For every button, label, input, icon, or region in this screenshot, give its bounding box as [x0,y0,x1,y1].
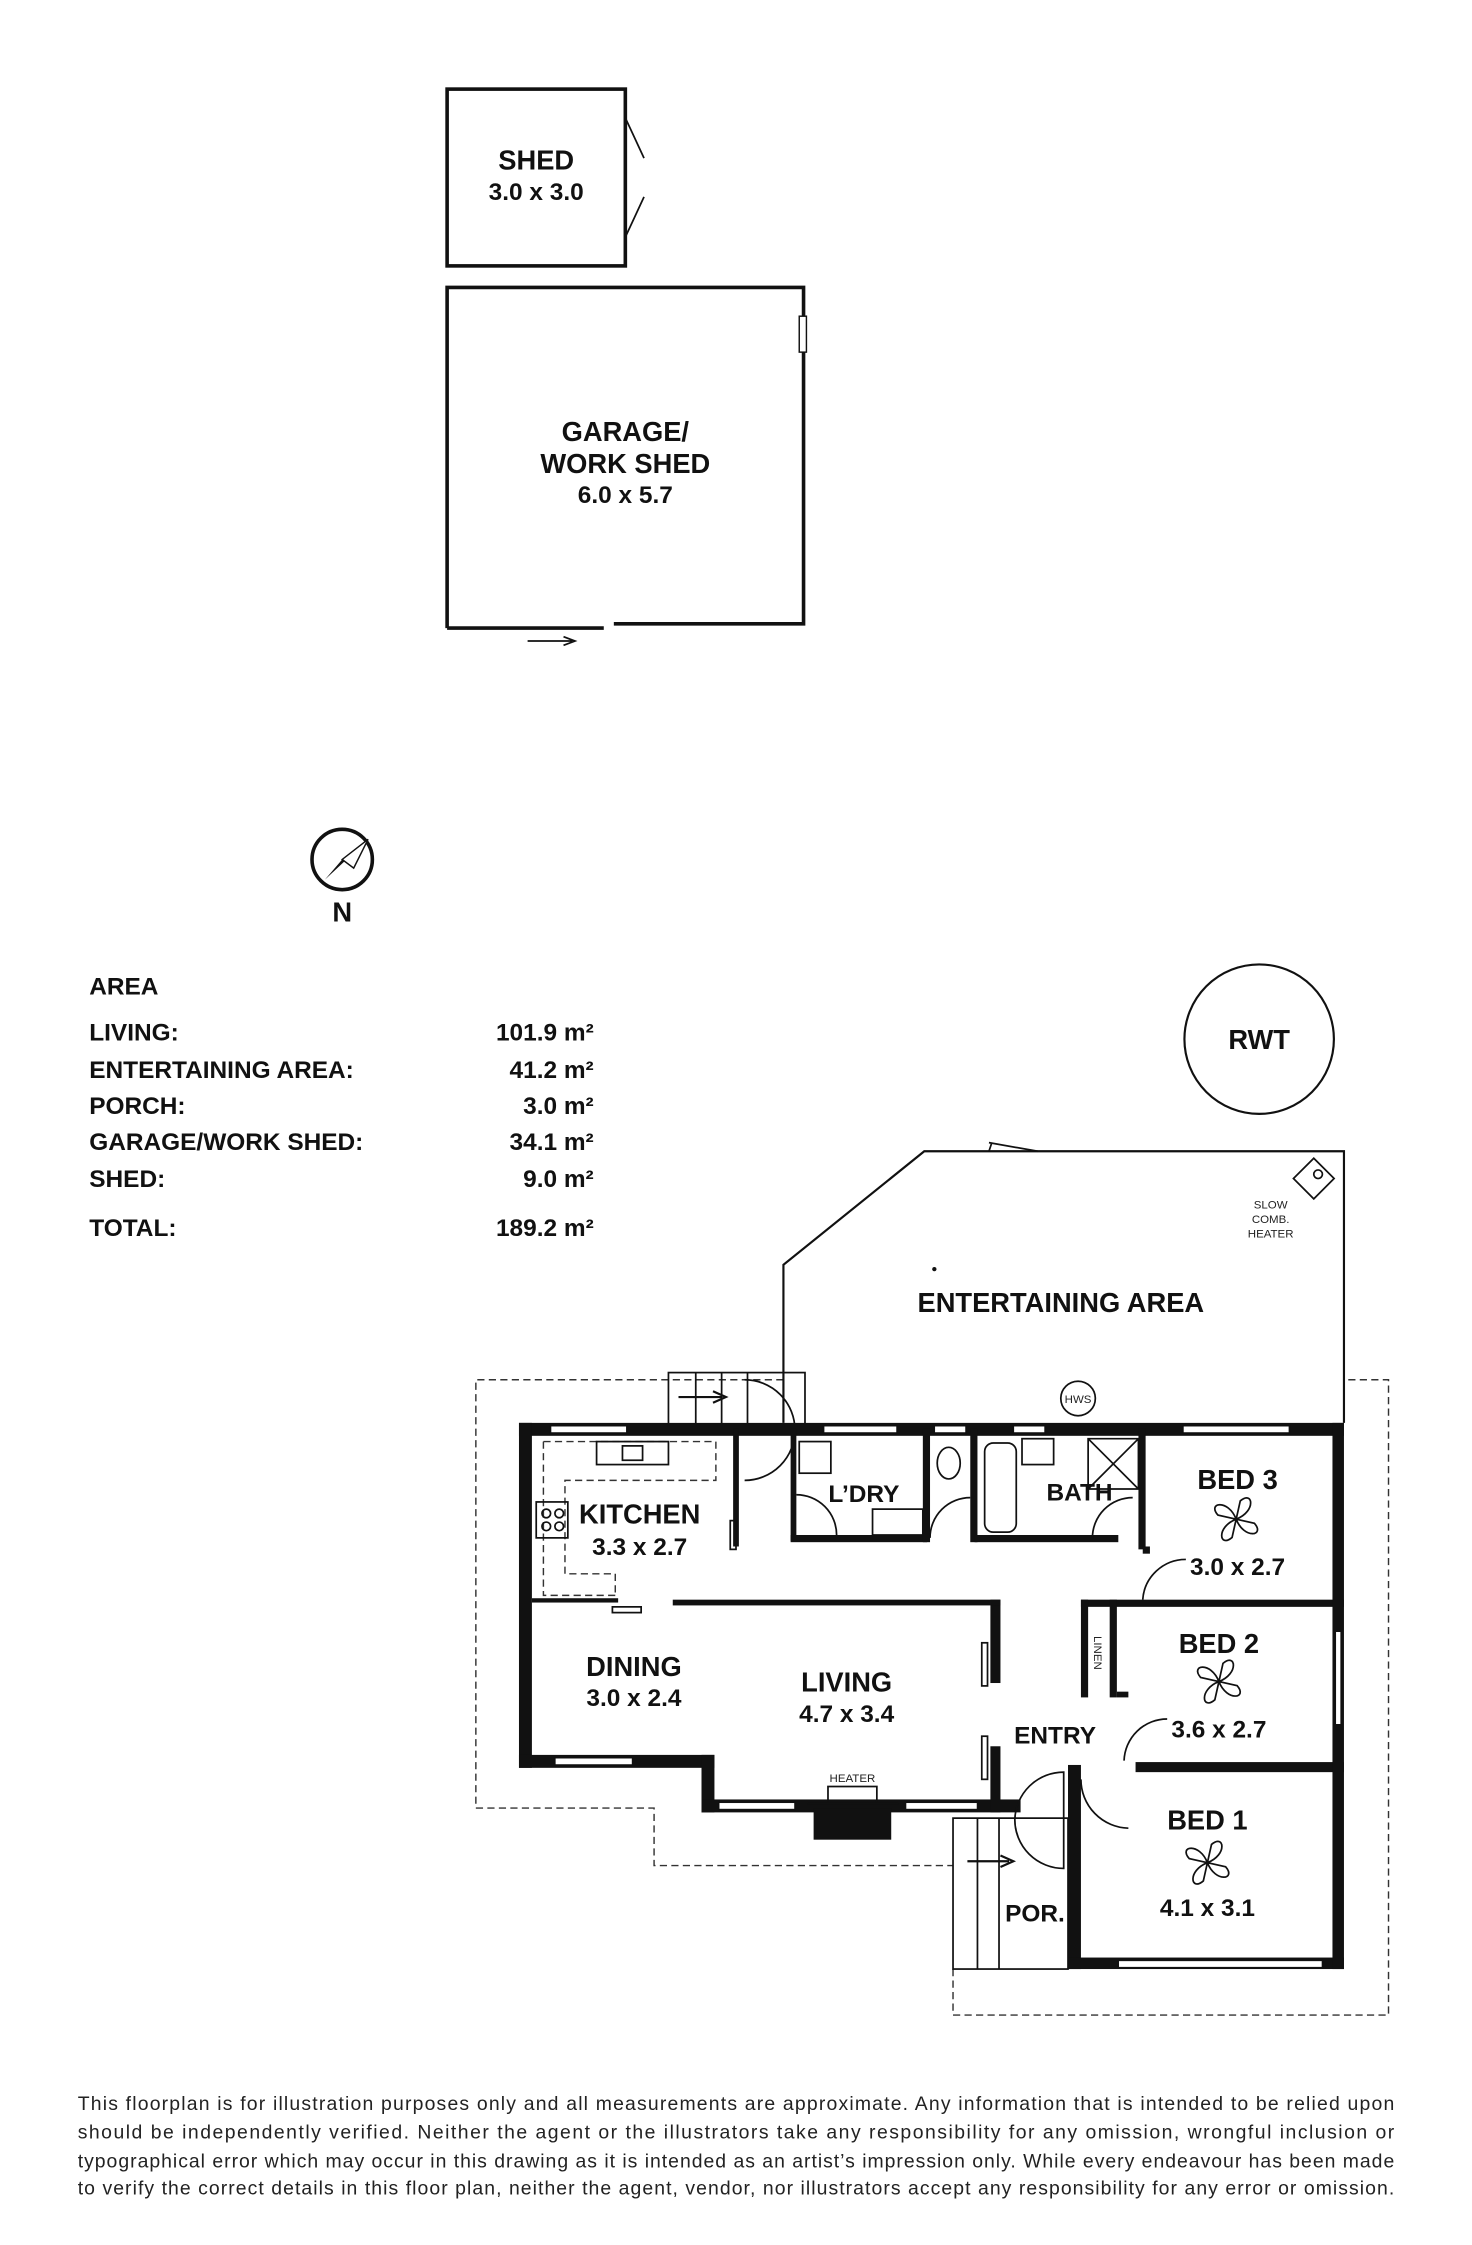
rwt-label: RWT [1228,1024,1290,1055]
bed3-label: BED 3 [1197,1464,1277,1495]
bath-label: BATH [1046,1479,1112,1506]
heater-label: SLOW [1254,1200,1288,1212]
area-value: 3.0 m² [523,1093,594,1120]
dining-label: DINING [586,1651,682,1682]
living-label: LIVING [801,1667,892,1698]
area-label: LIVING: [89,1020,179,1047]
area-value: 9.0 m² [523,1166,594,1193]
garage-label-1: GARAGE/ [562,416,690,447]
area-label: ENTERTAINING AREA: [89,1057,354,1084]
shed-label: SHED [498,145,574,176]
linen-label: LINEN [1091,1636,1103,1670]
garage: GARAGE/ WORK SHED 6.0 x 5.7 [445,285,808,647]
north-compass-icon: N [310,827,375,927]
shed-dims: 3.0 x 3.0 [489,179,584,206]
laundry-label: L’DRY [828,1481,899,1508]
dining-dims: 3.0 x 2.4 [586,1685,681,1712]
fixtures [535,1437,1186,1970]
living-dims: 4.7 x 3.4 [799,1701,894,1728]
area-title: AREA [89,974,158,1001]
ceiling-fan-icon [1214,1497,1259,1542]
rainwater-tank: RWT [1183,963,1335,1115]
entry-label: ENTRY [1014,1722,1096,1749]
area-label: PORCH: [89,1093,185,1120]
area-value: 34.1 m² [510,1129,594,1156]
entertaining-label: ENTERTAINING AREA [918,1287,1205,1318]
disclaimer-line: This floorplan is for illustration purpo… [78,2093,1395,2115]
entertaining-area: ENTERTAINING AREA SLOW COMB. HEATER HWS [782,1141,1346,1423]
bed1-label: BED 1 [1167,1805,1247,1836]
shed: SHED 3.0 x 3.0 [445,87,645,268]
heater-label: COMB. [1252,1214,1290,1226]
disclaimer-line: should be independently verified. Neithe… [78,2122,1395,2144]
compass-label: N [332,896,352,927]
area-value: 41.2 m² [510,1057,594,1084]
hws-label: HWS [1065,1394,1092,1406]
area-label: GARAGE/WORK SHED: [89,1129,363,1156]
bed3-dims: 3.0 x 2.7 [1190,1554,1285,1581]
kitchen-label: KITCHEN [579,1498,700,1529]
area-value: 101.9 m² [496,1020,594,1047]
eaves-outline [475,1379,1390,2016]
area-total-value: 189.2 m² [496,1215,594,1242]
area-total-label: TOTAL: [89,1215,176,1242]
ceiling-fan-icon [1185,1840,1230,1885]
heater-label: HEATER [1248,1228,1294,1240]
ceiling-fan-icon [1196,1659,1241,1704]
disclaimer: This floorplan is for illustration purpo… [78,2093,1395,2200]
area-table: AREA LIVING: 101.9 m² ENTERTAINING AREA:… [89,974,593,1242]
heater-label: HEATER [830,1773,876,1785]
porch-label: POR. [1005,1901,1065,1928]
bed2-dims: 3.6 x 2.7 [1171,1717,1266,1744]
bed1-dims: 4.1 x 3.1 [1160,1895,1255,1922]
walls [518,1422,1344,1970]
disclaimer-line: typographical error which may occur in t… [78,2150,1395,2172]
disclaimer-line: to verify the correct details in this fl… [78,2178,1395,2200]
room-labels: KITCHEN 3.3 x 2.7 L’DRY BATH BED 3 3.0 x… [579,1464,1285,1928]
kitchen-dims: 3.3 x 2.7 [592,1534,687,1561]
bed2-label: BED 2 [1179,1628,1259,1659]
garage-dims: 6.0 x 5.7 [578,482,673,509]
garage-label-2: WORK SHED [540,448,710,479]
area-label: SHED: [89,1166,165,1193]
